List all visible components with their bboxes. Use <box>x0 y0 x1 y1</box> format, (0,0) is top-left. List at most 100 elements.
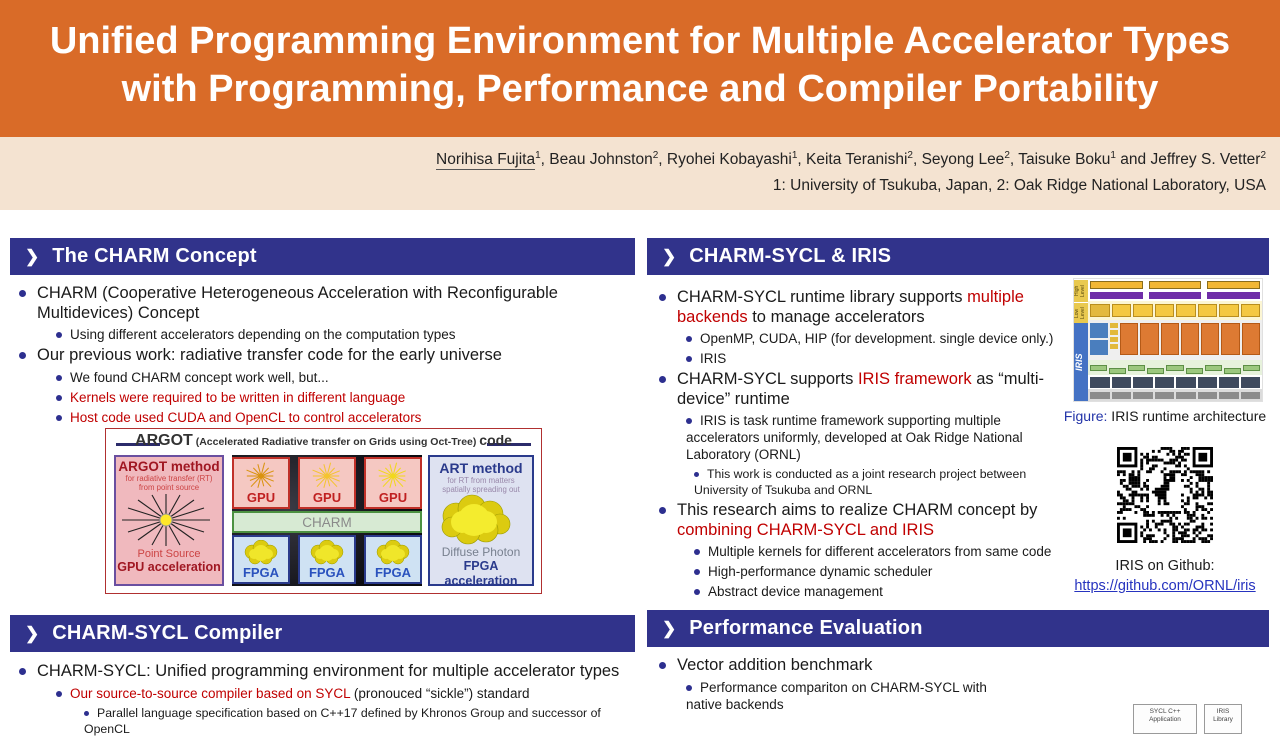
argot-title-paren: (Accelerated Radiative transfer on Grids… <box>192 436 480 448</box>
author-name: , Taisuke Boku <box>1009 151 1111 169</box>
gpu-box: GPU <box>298 457 356 509</box>
author-superscript: 2 <box>1004 150 1010 161</box>
bullet-item: Using different accelerators depending o… <box>56 326 632 343</box>
argot-method-title: ARGOT method <box>118 459 220 474</box>
bullet-icon <box>686 684 692 691</box>
bullet-text: Host code used CUDA and OpenCL to contro… <box>70 409 422 425</box>
bullet-item: Vector addition benchmark <box>650 656 1020 676</box>
decor-line <box>487 443 531 446</box>
art-method-caption: FPGA acceleration <box>444 559 518 588</box>
bullet-text: OpenMP, CUDA, HIP (for development. sing… <box>700 331 1054 346</box>
bullet-text: Performance compariton on CHARM-SYCL wit… <box>686 679 987 712</box>
charm-bar: CHARM <box>232 511 422 533</box>
fpga-box: FPGA <box>232 535 290 584</box>
performance-bullets: Vector addition benchmark Performance co… <box>650 656 1020 716</box>
bullet-text: CHARM-SYCL: Unified programming environm… <box>37 662 620 680</box>
section-compiler-header: ❯ CHARM-SYCL Compiler <box>10 615 635 652</box>
charm-concept-bullets: CHARM (Cooperative Heterogeneous Acceler… <box>10 284 632 429</box>
bullet-icon <box>659 507 666 514</box>
bullet-text: Abstract device management <box>708 584 883 599</box>
chevron-icon: ❯ <box>662 246 677 266</box>
argot-method-panel: ARGOT method for radiative transfer (RT)… <box>114 455 224 586</box>
bullet-text: IRIS is task runtime framework supportin… <box>686 413 1023 462</box>
bullet-item: IRIS is task runtime framework supportin… <box>686 412 1078 463</box>
box-label: Application <box>1149 715 1181 723</box>
bullet-text: CHARM-SYCL runtime library supports mult… <box>677 288 1024 326</box>
point-source-starburst-icon <box>122 494 210 546</box>
bullet-item: IRIS <box>686 350 1078 367</box>
section-title: The CHARM Concept <box>52 245 257 267</box>
compiler-bullets: CHARM-SYCL: Unified programming environm… <box>10 662 632 740</box>
figure-caption: Figure: IRIS runtime architecture <box>1052 408 1278 424</box>
bullet-icon <box>19 290 26 297</box>
art-method-title: ART method <box>439 460 523 476</box>
bullet-icon <box>694 472 699 477</box>
bullet-icon <box>19 668 26 675</box>
argot-method-caption: Point Source <box>137 548 201 560</box>
chevron-icon: ❯ <box>25 623 40 643</box>
bullet-item: Host code used CUDA and OpenCL to contro… <box>56 409 632 426</box>
box-label: IRIS <box>1216 708 1230 715</box>
figure-caption-label: Figure: <box>1063 408 1108 424</box>
figure-caption-text: IRIS runtime architecture <box>1107 408 1267 424</box>
author-name: , Beau Johnston <box>540 151 653 169</box>
bullet-item: High-performance dynamic scheduler <box>694 563 1078 580</box>
gpu-box: GPU <box>364 457 422 509</box>
bullet-text: CHARM (Cooperative Heterogeneous Acceler… <box>37 284 558 322</box>
bullet-item: CHARM-SYCL runtime library supports mult… <box>650 288 1078 327</box>
author-name: , Ryohei Kobayashi <box>658 151 792 169</box>
author-superscript: 2 <box>907 150 913 161</box>
author-superscript: 2 <box>1260 150 1266 161</box>
art-method-panel: ART method for RT from matters spatially… <box>428 455 534 588</box>
bullet-icon <box>56 394 62 401</box>
iris-sidebar-label: IRIS <box>1074 323 1088 401</box>
art-method-sub: for RT from matters <box>447 476 515 485</box>
qr-code <box>1117 447 1213 543</box>
bullet-text: IRIS <box>700 351 727 366</box>
bullet-text: Our source-to-source compiler based on S… <box>70 685 351 701</box>
fpga-box: FPGA <box>298 535 356 584</box>
bullet-item: Parallel language specification based on… <box>84 705 632 737</box>
fpga-box: FPGA <box>364 535 422 584</box>
bullet-text: This research aims to realize CHARM conc… <box>677 501 1038 539</box>
bullet-icon <box>19 352 26 359</box>
argot-figure: ARGOT (Accelerated Radiative transfer on… <box>105 428 542 594</box>
bullet-icon <box>659 294 666 301</box>
bullet-item: OpenMP, CUDA, HIP (for development. sing… <box>686 330 1078 347</box>
art-method-caption: Diffuse Photon <box>441 545 521 559</box>
bullet-icon <box>56 690 62 697</box>
iris-figure-body <box>1088 279 1262 401</box>
bullet-item: Our previous work: radiative transfer co… <box>10 346 632 366</box>
github-link[interactable]: https://github.com/ORNL/iris <box>1074 578 1256 594</box>
bullet-text: We found CHARM concept work well, but... <box>70 369 329 385</box>
section-title: CHARM-SYCL Compiler <box>52 622 283 644</box>
github-label: IRIS on Github: <box>1115 558 1215 574</box>
bullet-icon <box>56 332 62 338</box>
bullet-text: (pronouced “sickle”) standard <box>350 685 530 701</box>
argot-title-code: code <box>479 432 512 448</box>
bullet-icon <box>694 589 700 595</box>
argot-method-sub: from point source <box>138 483 200 492</box>
author-name: Norihisa Fujita <box>436 151 536 171</box>
author-name: and Jeffrey S. Vetter <box>1115 151 1261 169</box>
author-name: , Keita Teranishi <box>797 151 908 169</box>
bullet-icon <box>694 569 700 575</box>
art-method-sub: spatially spreading out <box>442 485 520 494</box>
poster-header: Unified Programming Environment for Mult… <box>0 0 1280 137</box>
bullet-icon <box>686 336 692 342</box>
bullet-item: CHARM (Cooperative Heterogeneous Acceler… <box>10 284 632 323</box>
author-superscript: 1 <box>535 150 541 161</box>
author-line: Norihisa Fujita1, Beau Johnston2, Ryohei… <box>0 150 1266 171</box>
bullet-item: Kernels were required to be written in d… <box>56 389 632 406</box>
bullet-icon <box>84 710 89 716</box>
section-title: CHARM-SYCL & IRIS <box>689 245 892 267</box>
bullet-item: Our source-to-source compiler based on S… <box>56 685 632 702</box>
iris-bullets: CHARM-SYCL runtime library supports mult… <box>650 288 1078 603</box>
bullet-icon <box>659 662 666 669</box>
gpu-box: GPU <box>232 457 290 509</box>
section-charm-concept-header: ❯ The CHARM Concept <box>10 238 635 275</box>
bullet-text: CHARM-SYCL supports IRIS framework as “m… <box>677 370 1045 408</box>
author-superscript: 2 <box>652 150 659 161</box>
